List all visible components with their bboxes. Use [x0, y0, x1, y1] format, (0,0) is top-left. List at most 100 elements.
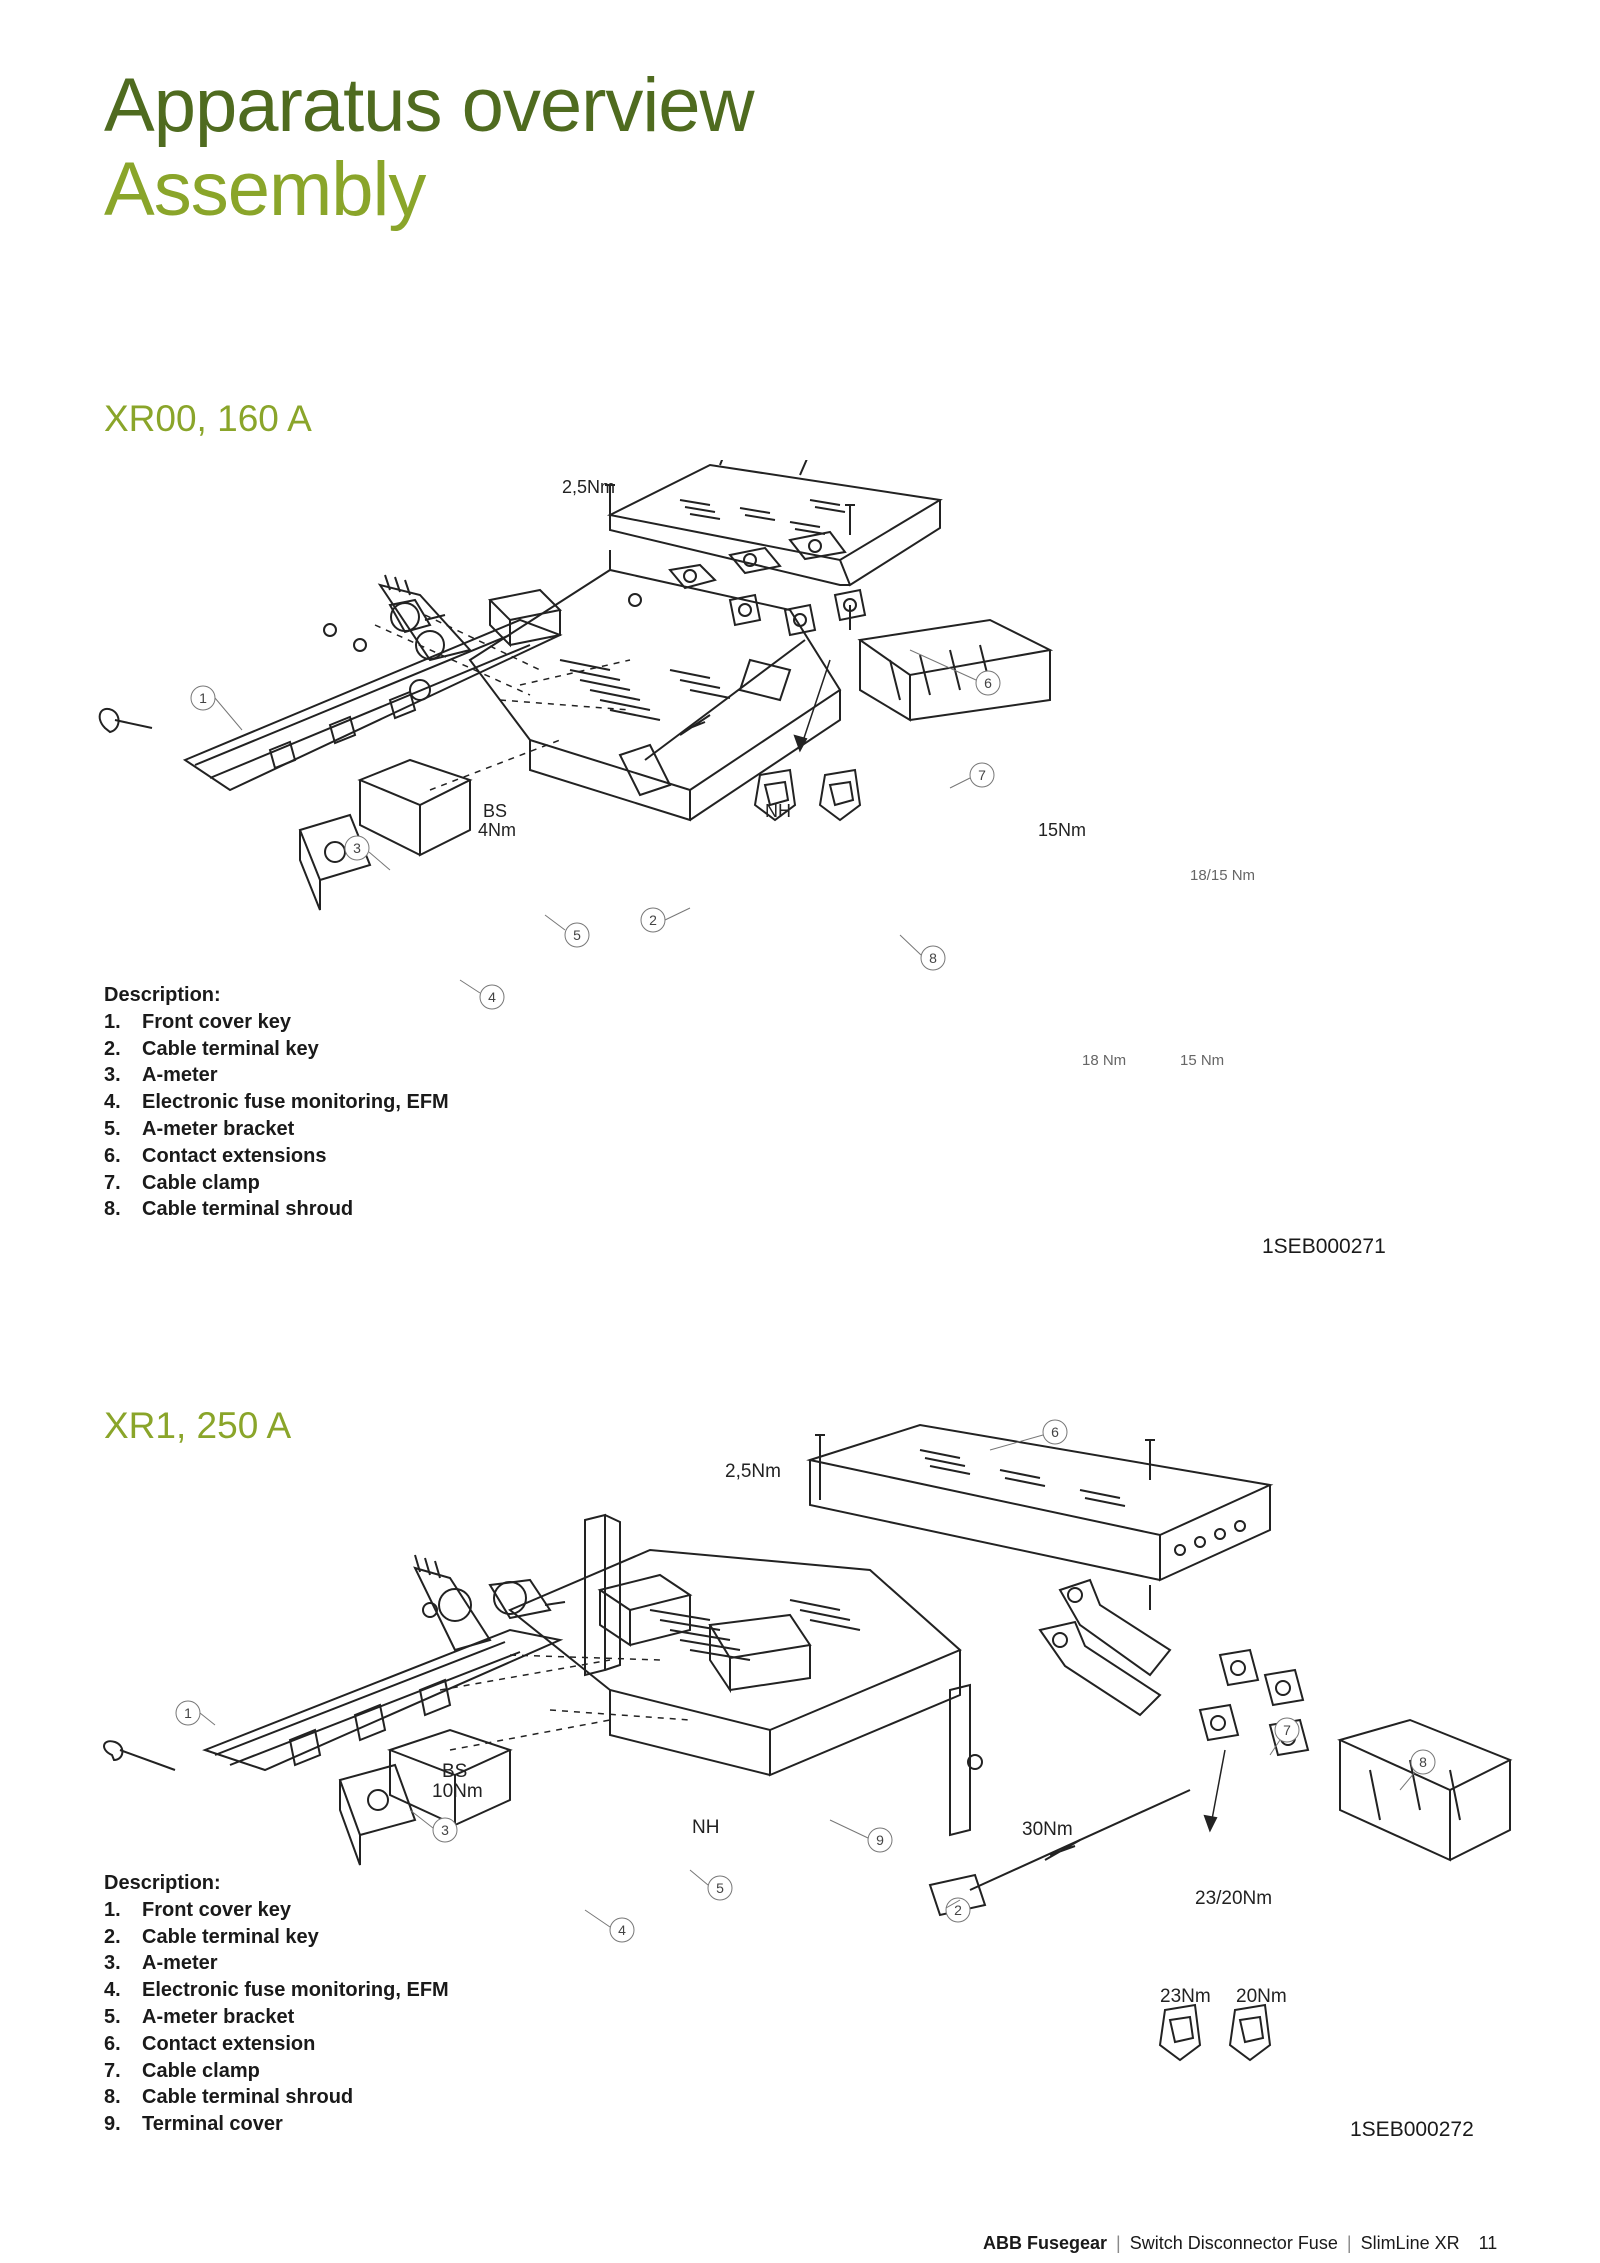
list-item: 4.Electronic fuse monitoring, EFM — [104, 1979, 449, 2002]
clamp-a-label: 23Nm — [1160, 1986, 1211, 2007]
description-list-xr00: Description: 1.Front cover key 2.Cable t… — [104, 982, 449, 1223]
list-item: 7.Cable clamp — [104, 2059, 260, 2082]
svg-text:1: 1 — [199, 690, 207, 706]
page-number: 11 — [1478, 2233, 1498, 2253]
svg-text:7: 7 — [1283, 1722, 1291, 1738]
callout-4: 4 — [609, 1917, 635, 1943]
clamp-b-label: 15 Nm — [1180, 1052, 1224, 1069]
svg-text:5: 5 — [573, 927, 581, 943]
nh-fuse — [597, 1573, 693, 1647]
nh-label: NH — [765, 801, 791, 821]
nh-label: NH — [692, 1817, 719, 1838]
list-item: 1.Front cover key — [104, 1010, 291, 1033]
callout-7: 7 — [969, 762, 995, 788]
svg-text:6: 6 — [1051, 1424, 1059, 1440]
list-item: 3.A-meter — [104, 1064, 218, 1087]
svg-text:3: 3 — [441, 1822, 449, 1838]
callout-4: 4 — [479, 984, 505, 1010]
footer-brand: ABB Fusegear — [983, 2233, 1108, 2253]
diagram-code-xr1: 1SEB000272 — [1350, 2118, 1474, 2141]
svg-text:8: 8 — [1419, 1754, 1427, 1770]
cable-terminals — [628, 530, 847, 607]
page-title: Apparatus overview — [104, 63, 754, 148]
list-item: 8.Cable terminal shroud — [104, 2086, 354, 2109]
cable-terminal-shroud — [1337, 1718, 1513, 1862]
bs-label: BS — [483, 801, 507, 821]
terminal-torque-label: 15Nm — [1038, 820, 1086, 840]
front-cover-key-icon — [98, 707, 153, 734]
base-frame — [508, 1548, 962, 1732]
a-meter-bracket — [357, 758, 473, 857]
list-item: 8.Cable terminal shroud — [104, 1198, 354, 1221]
clamp-detail-20nm-icon — [1228, 2003, 1272, 2062]
clamp-detail-18nm-icon — [753, 768, 797, 822]
svg-text:4: 4 — [488, 989, 496, 1005]
bs-fuse — [488, 1578, 566, 1620]
callout-1: 1 — [190, 685, 216, 711]
nh-fuse — [487, 588, 563, 648]
callout-5: 5 — [564, 922, 590, 948]
description-heading: Description: — [104, 1872, 221, 1894]
diagram-code-xr00: 1SEB000271 — [1262, 1235, 1386, 1258]
front-cover-key-icon — [103, 1740, 176, 1771]
clamp-torque-label: 23/20Nm — [1195, 1888, 1272, 1909]
a-meter — [338, 1763, 417, 1866]
list-item: 5.A-meter bracket — [104, 1117, 295, 1140]
callout-3: 3 — [344, 835, 370, 861]
section-title-xr1: XR1, 250 A — [104, 1405, 292, 1446]
list-item: 2.Cable terminal key — [104, 1037, 319, 1060]
bs-fuse — [388, 598, 446, 634]
torque-cover-label: 2,5Nm — [562, 477, 615, 497]
handle-lever — [413, 1566, 492, 1652]
callout-2: 2 — [640, 907, 666, 933]
bs-torque-label: 10Nm — [432, 1781, 483, 1802]
section-title-xr00: XR00, 160 A — [104, 398, 312, 439]
svg-text:9: 9 — [876, 1832, 884, 1848]
bs-torque-label: 4Nm — [478, 820, 516, 840]
page-footer: ABB Fusegear | Switch Disconnector Fuse … — [983, 2233, 1497, 2254]
callout-7: 7 — [1274, 1717, 1300, 1743]
handle-arm — [202, 1628, 564, 1772]
clamp-b-label: 20Nm — [1236, 1986, 1287, 2007]
callout-8: 8 — [1410, 1749, 1436, 1775]
page-subtitle: Assembly — [104, 147, 426, 232]
callout-1: 1 — [175, 1700, 201, 1726]
cable-terminal-shroud — [857, 618, 1054, 722]
svg-text:3: 3 — [353, 840, 361, 856]
list-item: 2.Cable terminal key — [104, 1925, 319, 1948]
list-item: 6.Contact extensions — [104, 1144, 327, 1167]
clamp-detail-23nm-icon — [1158, 2003, 1202, 2062]
svg-text:4: 4 — [618, 1922, 626, 1938]
clamp-a-label: 18 Nm — [1082, 1052, 1126, 1069]
callout-9: 9 — [867, 1827, 893, 1853]
contact-extension — [606, 463, 943, 562]
torque-cover-label: 2,5Nm — [725, 1461, 781, 1482]
list-item: 5.A-meter bracket — [104, 2005, 295, 2028]
cable-terminal-key-icon — [618, 639, 806, 797]
list-item: 3.A-meter — [104, 1952, 218, 1975]
footer-separator: | — [1346, 2233, 1352, 2253]
clamp-detail-15nm-icon — [818, 768, 862, 822]
list-item: 1.Front cover key — [104, 1898, 291, 1921]
cable-clamps — [1198, 1648, 1310, 1757]
svg-text:2: 2 — [954, 1902, 962, 1918]
svg-text:1: 1 — [184, 1705, 192, 1721]
terminal-cover — [708, 1613, 812, 1694]
description-heading: Description: — [104, 984, 221, 1006]
callout-3: 3 — [432, 1817, 458, 1843]
assembly-diagram-xr00: 1 2 3 4 5 6 7 8 2,5Nm BS 4Nm NH 15Nm 18/… — [98, 460, 1255, 1069]
cable-terminal-key-icon — [928, 1789, 1191, 1917]
handle-lever — [377, 583, 472, 662]
bs-label: BS — [442, 1761, 467, 1782]
list-item: 6.Contact extension — [104, 2032, 316, 2055]
a-meter — [298, 813, 372, 911]
list-item: 4.Electronic fuse monitoring, EFM — [104, 1091, 449, 1114]
footer-separator: | — [1116, 2233, 1121, 2253]
svg-text:2: 2 — [649, 912, 657, 928]
assembly-diagram-xr1: 1 2 3 4 5 6 7 8 9 2,5Nm BS 10Nm NH 30Nm … — [103, 1419, 1513, 2062]
footer-product: Switch Disconnector Fuse — [1129, 2233, 1338, 2253]
callout-6: 6 — [1042, 1419, 1068, 1445]
footer-series: SlimLine XR — [1360, 2233, 1460, 2253]
callout-6: 6 — [975, 670, 1001, 696]
callout-5: 5 — [707, 1875, 733, 1901]
